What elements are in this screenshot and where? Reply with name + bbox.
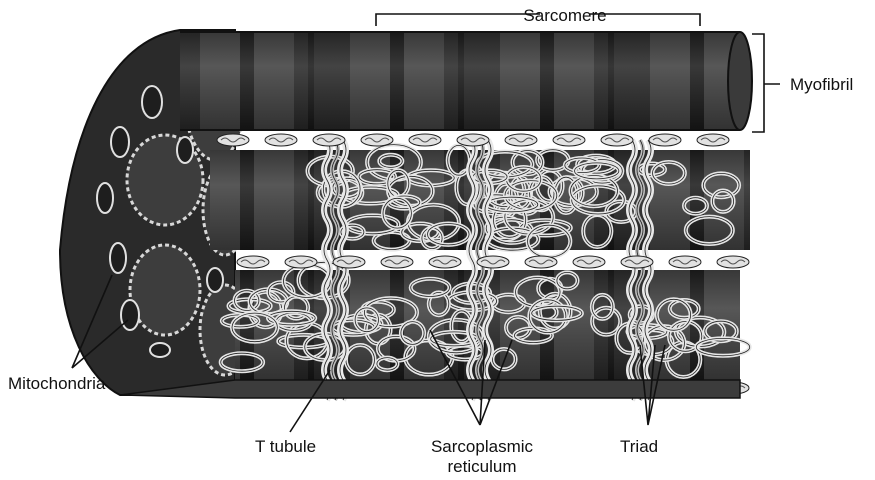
mitochondrion <box>409 134 441 146</box>
mitochondrion <box>717 256 749 268</box>
triad-label: Triad <box>620 437 658 456</box>
mitochondrion <box>649 134 681 146</box>
mitochondrion <box>361 134 393 146</box>
myofibril-top <box>180 32 752 130</box>
mitochondrion <box>505 134 537 146</box>
myofibril-label-group: Myofibril <box>752 34 853 132</box>
mitochondrion <box>669 256 701 268</box>
mitochondria-label: Mitochondria <box>8 374 106 393</box>
mitochondrion <box>601 134 633 146</box>
mitochondrion <box>573 256 605 268</box>
mitochondrion <box>313 134 345 146</box>
sarcolemma-base <box>120 380 740 398</box>
mitochondrion <box>553 134 585 146</box>
mitochondrion <box>697 134 729 146</box>
myofibril-label: Myofibril <box>790 75 853 94</box>
mitochondrion <box>525 256 557 268</box>
mitochondrion <box>265 134 297 146</box>
sarcomere-label-group: Sarcomere <box>376 6 700 26</box>
sarcomere-label: Sarcomere <box>523 6 606 25</box>
mitochondrion <box>457 134 489 146</box>
mitochondrion <box>477 256 509 268</box>
sarcoplasmic-label-line1: Sarcoplasmic <box>431 437 534 456</box>
mitochondrion <box>621 256 653 268</box>
mitochondrion <box>237 256 269 268</box>
sarcoplasmic-label-line2: reticulum <box>448 457 517 476</box>
mitochondrion <box>285 256 317 268</box>
mitochondrion <box>333 256 365 268</box>
t-tubule-label: T tubule <box>255 437 316 456</box>
mitochondrion <box>381 256 413 268</box>
mitochondrion <box>217 134 249 146</box>
mitochondrion <box>429 256 461 268</box>
